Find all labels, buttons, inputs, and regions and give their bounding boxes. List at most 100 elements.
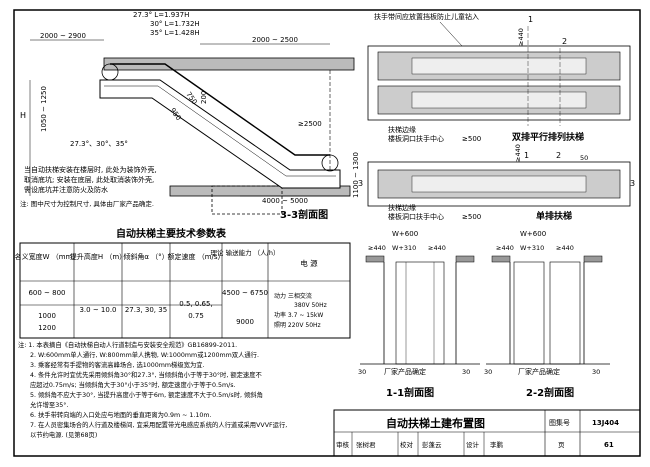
power-line-2: 380V 50Hz bbox=[294, 302, 327, 309]
spec-table-title: 自动扶梯主要技术参数表 bbox=[116, 227, 227, 240]
dim-30-c: 30 bbox=[484, 368, 492, 376]
dim-2500: ≥2500 bbox=[298, 120, 322, 128]
dim-440-right2: ≥440 bbox=[556, 244, 574, 252]
header-speed: 额定速度 （m/s） bbox=[167, 252, 224, 261]
header-capacity: 理论 输送能力 （人/h） bbox=[211, 248, 280, 257]
gap-440-mid: ≥440 bbox=[514, 144, 522, 162]
edge-label-1: 扶梯边缘 bbox=[388, 125, 416, 134]
note-line-9: 7. 在人员密集场合的人行道及楼梯间, 宜采用配置带光电感应系统的人行道或采用V… bbox=[30, 420, 287, 429]
pit bbox=[211, 185, 283, 215]
width-cell-2: 1000 bbox=[38, 312, 56, 320]
handrail bbox=[110, 63, 330, 156]
width-cell-3: 1200 bbox=[38, 324, 56, 332]
gap-50: 50 bbox=[580, 154, 588, 162]
power-line-1: 动力 三相交流 bbox=[274, 292, 312, 300]
tb-reviewer: 张树君 bbox=[356, 440, 376, 449]
gap-500-2: ≥500 bbox=[462, 213, 481, 221]
escalator-truss bbox=[99, 79, 341, 189]
dim-30-b: 30 bbox=[462, 368, 470, 376]
maker-note-2: 厂家产品确定 bbox=[518, 367, 560, 376]
double-title: 双排平行排列扶梯 bbox=[512, 131, 584, 143]
pit-note-3: 需设底坑并注意防火及防水 bbox=[24, 185, 108, 194]
speed-cell-1: 0.5, 0.65, bbox=[179, 300, 212, 308]
spec-table: 自动扶梯主要技术参数表 名义宽度W （mm） 提升高度H （m） 倾斜角α （°… bbox=[15, 227, 351, 339]
dim-200: 200 bbox=[200, 91, 208, 104]
dim-w600-right: W+600 bbox=[520, 230, 546, 238]
gap-500-1: ≥500 bbox=[462, 135, 481, 143]
note-line-1: 注: 1. 本表摘自《自动扶梯自动人行道制造与安装安全规范》GB16899-20… bbox=[18, 340, 237, 349]
header-rise: 提升高度H （m） bbox=[70, 252, 126, 261]
hole-label-2: 楼板洞口扶手中心 bbox=[388, 212, 444, 221]
angle-cell: 27.3, 30, 35 bbox=[125, 306, 167, 314]
pit-note-1: 当自动扶梯安装在楼层时, 此处为装饰外壳, bbox=[24, 165, 157, 174]
rise-cell: 3.0 ~ 10.0 bbox=[79, 306, 116, 314]
tb-checker: 彭蓬云 bbox=[422, 440, 442, 449]
plan-views: 扶手带间应放置挡板防止儿童钻入 1 2 3 3 ≥440 扶梯边缘 楼板洞口扶手… bbox=[358, 12, 635, 222]
dim-30-a: 30 bbox=[358, 368, 366, 376]
tb-review: 审核 bbox=[336, 440, 350, 449]
sheet-border bbox=[13, 9, 641, 457]
capacity-cell-2: 9000 bbox=[236, 318, 254, 326]
note-line-7: 允许增至35°. bbox=[30, 400, 68, 409]
hole-label-1: 楼板洞口扶手中心 bbox=[388, 134, 444, 143]
section-3-3: 2000 ~ 2900 2000 ~ 2500 27.3° L=1.937H 3… bbox=[20, 11, 360, 221]
size-note: 注: 图中尺寸为控制尺寸, 具体由厂家产品确定. bbox=[20, 199, 154, 208]
power-line-4: 照明 220V 50Hz bbox=[274, 322, 321, 329]
section-1-1-shaft bbox=[395, 261, 445, 365]
angle-row-3: 35° L=1.428H bbox=[150, 29, 200, 37]
note-line-2: 2. W:600mm单人通行, W:800mm单人携物, W:1000mm或12… bbox=[30, 350, 259, 359]
speed-cell-2: 0.75 bbox=[188, 312, 204, 320]
gap-440-top: ≥440 bbox=[517, 28, 525, 46]
dim-h: H bbox=[20, 111, 26, 120]
tb-page-number: 61 bbox=[604, 441, 614, 449]
notes: 注: 1. 本表摘自《自动扶梯自动人行道制造与安装安全规范》GB16899-20… bbox=[18, 340, 287, 439]
dim-right-vertical: 1100 ~ 1300 bbox=[352, 152, 360, 198]
section-2-2-shaft-b bbox=[549, 261, 581, 365]
note-line-4: 4. 条件允许时宜优先采用倾斜角30°和27.3°, 当倾斜角小于等于30°时,… bbox=[30, 370, 263, 379]
dim-440-left: ≥440 bbox=[368, 244, 386, 252]
dim-left-vertical: 1050 ~ 1250 bbox=[40, 86, 48, 132]
tb-check: 校对 bbox=[400, 440, 414, 449]
dim-bottom: 4000 ~ 5000 bbox=[262, 197, 308, 205]
single-title: 单排扶梯 bbox=[536, 210, 572, 222]
section-mark-3-left: 3 bbox=[358, 179, 363, 188]
edge-label-2: 扶梯边缘 bbox=[388, 203, 416, 212]
dim-top-left: 2000 ~ 2900 bbox=[40, 32, 86, 40]
section-3-3-title: 3-3剖面图 bbox=[280, 208, 328, 221]
section-mark-2-mid: 2 bbox=[556, 151, 561, 160]
section-mark-2-top: 2 bbox=[562, 37, 567, 46]
section-mark-3-right: 3 bbox=[630, 179, 635, 188]
note-line-10: 以节约电源. (见第68页) bbox=[30, 430, 97, 439]
tb-design: 设计 bbox=[466, 440, 480, 449]
drawing-title: 自动扶梯土建布置图 bbox=[386, 416, 485, 430]
callout-label: 扶手带间应放置挡板防止儿童钻入 bbox=[374, 12, 479, 21]
dim-310-left: W+310 bbox=[392, 244, 416, 252]
angle-row-2: 30° L=1.732H bbox=[150, 20, 200, 28]
tb-page-label: 页 bbox=[558, 441, 565, 449]
header-width: 名义宽度W （mm） bbox=[15, 252, 80, 261]
section-2-2-shaft-a bbox=[513, 261, 545, 365]
dim-310-right: W+310 bbox=[520, 244, 544, 252]
section-2-2-title: 2-2剖面图 bbox=[526, 386, 574, 399]
capacity-cell-1: 4500 ~ 6750 bbox=[222, 289, 268, 297]
dim-440-right: ≥440 bbox=[496, 244, 514, 252]
section-1-1-title: 1-1剖面图 bbox=[386, 386, 434, 399]
note-line-8: 6. 扶手带转向端的入口处应与地面的垂直距离为0.9m ~ 1.10m. bbox=[30, 410, 212, 419]
note-line-3: 3. 乘客经常有手提物的客流高峰场合, 选1000mm梯级宽为宜. bbox=[30, 360, 205, 369]
power-line-3: 功率 3.7 ~ 15kW bbox=[274, 311, 323, 319]
dim-30-d: 30 bbox=[592, 368, 600, 376]
single-escalator-outline bbox=[367, 161, 631, 207]
upper-slab bbox=[103, 57, 355, 71]
dim-top-right: 2000 ~ 2500 bbox=[252, 36, 298, 44]
header-angle: 倾斜角α （°） bbox=[123, 252, 168, 261]
sections-1-2: W+600 W+600 ≥440 W+310 ≥440 ≥440 W+310 ≥… bbox=[358, 230, 610, 399]
atlas-label: 图集号 bbox=[549, 418, 570, 427]
note-line-5: 应超过0.75m/s; 当倾斜角大于30°小于35°时, 额定速度小于等于0.5… bbox=[30, 380, 236, 389]
tb-designer: 李鹏 bbox=[490, 440, 504, 449]
atlas-number: 13J404 bbox=[592, 419, 619, 427]
angles-label: 27.3°、30°、35° bbox=[70, 140, 128, 148]
width-cell-1: 600 ~ 800 bbox=[28, 289, 65, 297]
pit-note-2: 取消底坑; 安装在底层, 此处取消装饰外壳, bbox=[24, 175, 154, 184]
dim-w600-left: W+600 bbox=[392, 230, 418, 238]
